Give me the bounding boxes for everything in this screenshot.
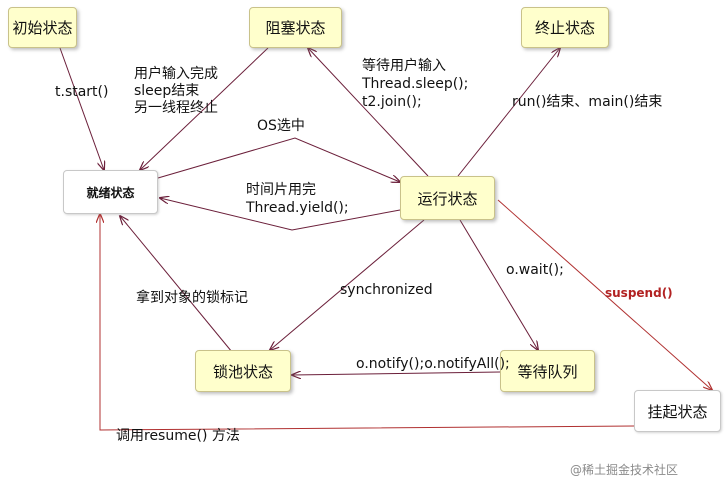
arrow-suspend xyxy=(497,199,712,390)
node-running: 运行状态 xyxy=(400,176,495,220)
arrow-running-to-blocked xyxy=(308,48,429,177)
label-running-to-blocked-1: 等待用户输入 xyxy=(362,58,446,74)
arrow-os-select xyxy=(157,137,400,182)
label-blocked-to-ready-1: 用户输入完成 xyxy=(134,66,218,82)
label-suspend: suspend() xyxy=(605,286,673,300)
label-running-to-blocked-3: t2.join(); xyxy=(362,94,422,110)
arrow-running-to-terminated xyxy=(457,48,560,177)
node-ready: 就绪状态 xyxy=(63,170,158,214)
label-running-to-terminated: run()结束、main()结束 xyxy=(512,94,663,110)
label-resume: 调用resume() 方法 xyxy=(116,428,240,444)
label-timeslice-2: Thread.yield(); xyxy=(246,200,349,216)
node-wait-queue: 等待队列 xyxy=(500,350,595,392)
label-blocked-to-ready-2: sleep结束 xyxy=(134,83,200,99)
arrow-notify xyxy=(292,372,501,375)
arrow-start xyxy=(59,47,104,170)
label-synchronized: synchronized xyxy=(340,282,433,298)
label-start: t.start() xyxy=(55,84,109,100)
node-terminated: 终止状态 xyxy=(521,7,609,48)
label-os-select: OS选中 xyxy=(257,118,305,134)
arrow-synchronized xyxy=(270,219,425,350)
node-suspended: 挂起状态 xyxy=(634,390,721,432)
label-wait: o.wait(); xyxy=(506,262,564,278)
arrow-resume xyxy=(100,214,635,431)
arrow-blocked-to-ready xyxy=(140,47,269,170)
label-timeslice-1: 时间片用完 xyxy=(246,182,316,198)
node-lock-pool: 锁池状态 xyxy=(195,350,291,392)
arrow-wait xyxy=(459,219,538,350)
node-initial: 初始状态 xyxy=(8,7,77,48)
label-blocked-to-ready-3: 另一线程终止 xyxy=(134,100,218,116)
node-blocked: 阻塞状态 xyxy=(249,7,342,48)
watermark: @稀土掘金技术社区 xyxy=(570,463,679,477)
label-running-to-blocked-2: Thread.sleep(); xyxy=(362,76,469,92)
label-get-lock: 拿到对象的锁标记 xyxy=(136,290,248,306)
arrow-lock-pool-to-ready xyxy=(120,216,233,353)
arrow-timeslice xyxy=(160,198,401,231)
label-notify: o.notify();o.notifyAll(); xyxy=(356,356,510,372)
